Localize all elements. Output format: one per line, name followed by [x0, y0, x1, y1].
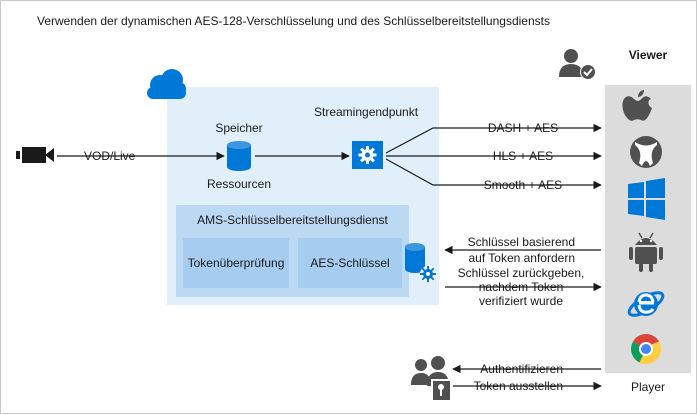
windows-icon [628, 178, 665, 220]
authenticate-label: Authentifizieren [480, 362, 563, 376]
key-request-line2: auf Token anfordern [468, 251, 575, 265]
ie-icon [627, 291, 665, 317]
key-return-line3: verifiziert wurde [478, 294, 564, 308]
key-service-title: AMS-Schlüsselbereitstellungsdienst [197, 213, 388, 227]
streaming-endpoint-label: Streamingendpunkt [314, 105, 419, 119]
database-gear-icon [405, 243, 436, 282]
storage-label: Speicher [215, 121, 263, 135]
android-icon [629, 232, 663, 272]
aes-key-label: AES-Schlüssel [310, 256, 390, 270]
viewer-label: Viewer [628, 48, 668, 62]
output-smooth-label: Smooth + AES [483, 178, 563, 192]
token-issue-label: Token ausstellen [473, 379, 563, 393]
output-hls-label: HLS + AES [492, 149, 554, 163]
users-key-icon [411, 356, 451, 401]
storage-sublabel: Ressourcen [206, 177, 272, 191]
output-dash-label: DASH + AES [487, 121, 559, 135]
gear-icon [352, 141, 383, 169]
user-check-icon [559, 49, 596, 80]
key-request-line1: Schlüssel basierend [467, 235, 575, 249]
arrow-dash [385, 123, 602, 154]
token-check-box [183, 238, 289, 288]
camera-icon [16, 147, 54, 163]
token-check-label: Tokenüberprüfung [187, 256, 285, 270]
apple-icon [622, 90, 652, 121]
database-icon [227, 141, 251, 171]
page-title: Verwenden der dynamischen AES-128-Versch… [37, 14, 550, 28]
source-label: VOD/Live [84, 149, 136, 163]
cloud-icon [147, 69, 186, 99]
aes-key-box [298, 238, 402, 288]
key-return-line2: nachdem Token [478, 280, 564, 294]
chrome-icon [631, 334, 661, 364]
key-return-line1: Schlüssel zurückgeben, [457, 266, 585, 280]
viewer-panel [605, 85, 691, 373]
xbox-icon [630, 136, 662, 168]
arrow-smooth [385, 158, 602, 190]
player-label: Player [630, 380, 665, 394]
